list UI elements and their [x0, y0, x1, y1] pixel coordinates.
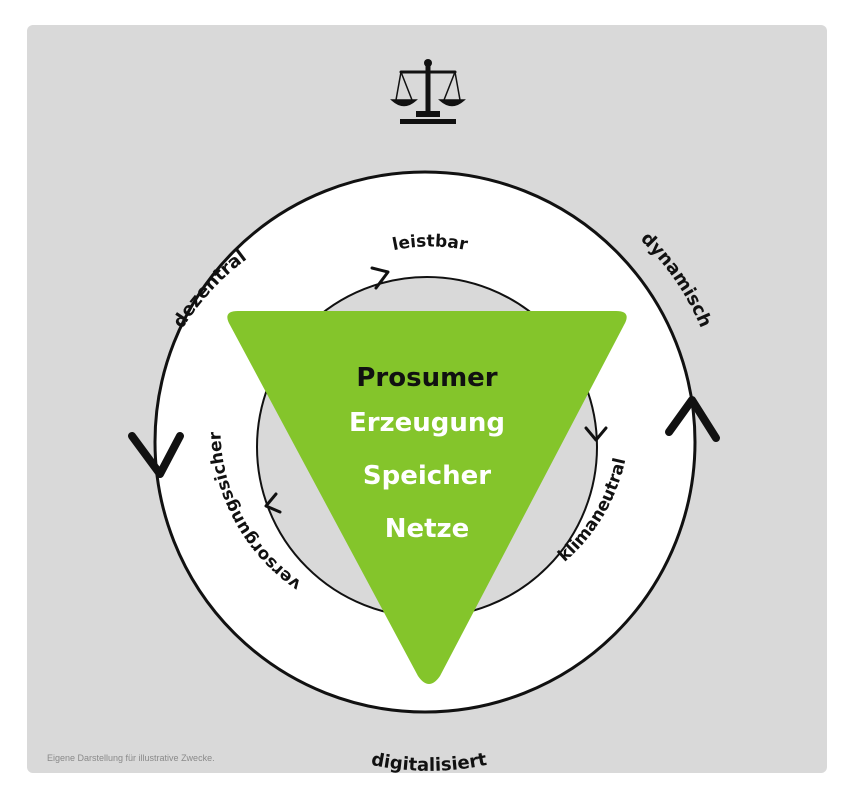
green-triangle [227, 311, 627, 684]
inner-top-arrow-icon [370, 266, 390, 290]
inner-right-arrow-icon [584, 426, 608, 442]
triangle-item-erzeugung: Erzeugung [349, 408, 505, 438]
triangle-item-netze: Netze [385, 514, 470, 544]
outer-right-arrow-icon [665, 396, 720, 442]
scales-of-justice-icon [390, 59, 466, 124]
triangle-item-speicher: Speicher [363, 461, 491, 491]
image-caption: Eigene Darstellung für illustrative Zwec… [47, 753, 215, 763]
outer-label-bottom: digitalisiert [370, 749, 489, 776]
inner-label-top: leistbar [391, 231, 470, 255]
inner-left-arrow-icon [264, 492, 282, 514]
triangle-item-prosumer: Prosumer [356, 363, 497, 393]
outer-left-arrow-icon [128, 432, 184, 478]
